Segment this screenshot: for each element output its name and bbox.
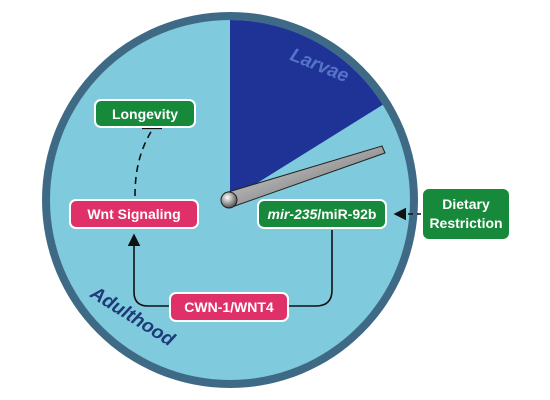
node-cwn-label: CWN-1/WNT4 [184, 299, 274, 315]
node-mir-prefix: mir-235 [268, 206, 318, 222]
node-cwn: CWN-1/WNT4 [169, 292, 289, 322]
node-wnt-signaling-label: Wnt Signaling [87, 206, 180, 222]
node-mir-label: mir-235/miR-92b [268, 206, 377, 222]
larvae-sector [230, 20, 384, 200]
node-longevity-label: Longevity [112, 106, 178, 122]
node-dietary-restriction: Dietary Restriction [421, 187, 511, 241]
node-dietary-line2: Restriction [429, 215, 502, 231]
node-dietary-line1: Dietary [442, 196, 490, 212]
node-longevity: Longevity [94, 99, 196, 128]
cwn-to-wnt-arrow [127, 233, 170, 307]
node-wnt-signaling: Wnt Signaling [69, 199, 199, 229]
clock-hub [220, 191, 238, 209]
node-mir-suffix: /miR-92b [317, 206, 376, 222]
mir-to-cwn-link [288, 230, 333, 307]
node-mir: mir-235/miR-92b [257, 199, 387, 229]
wnt-to-longevity-inhibition [134, 129, 153, 197]
